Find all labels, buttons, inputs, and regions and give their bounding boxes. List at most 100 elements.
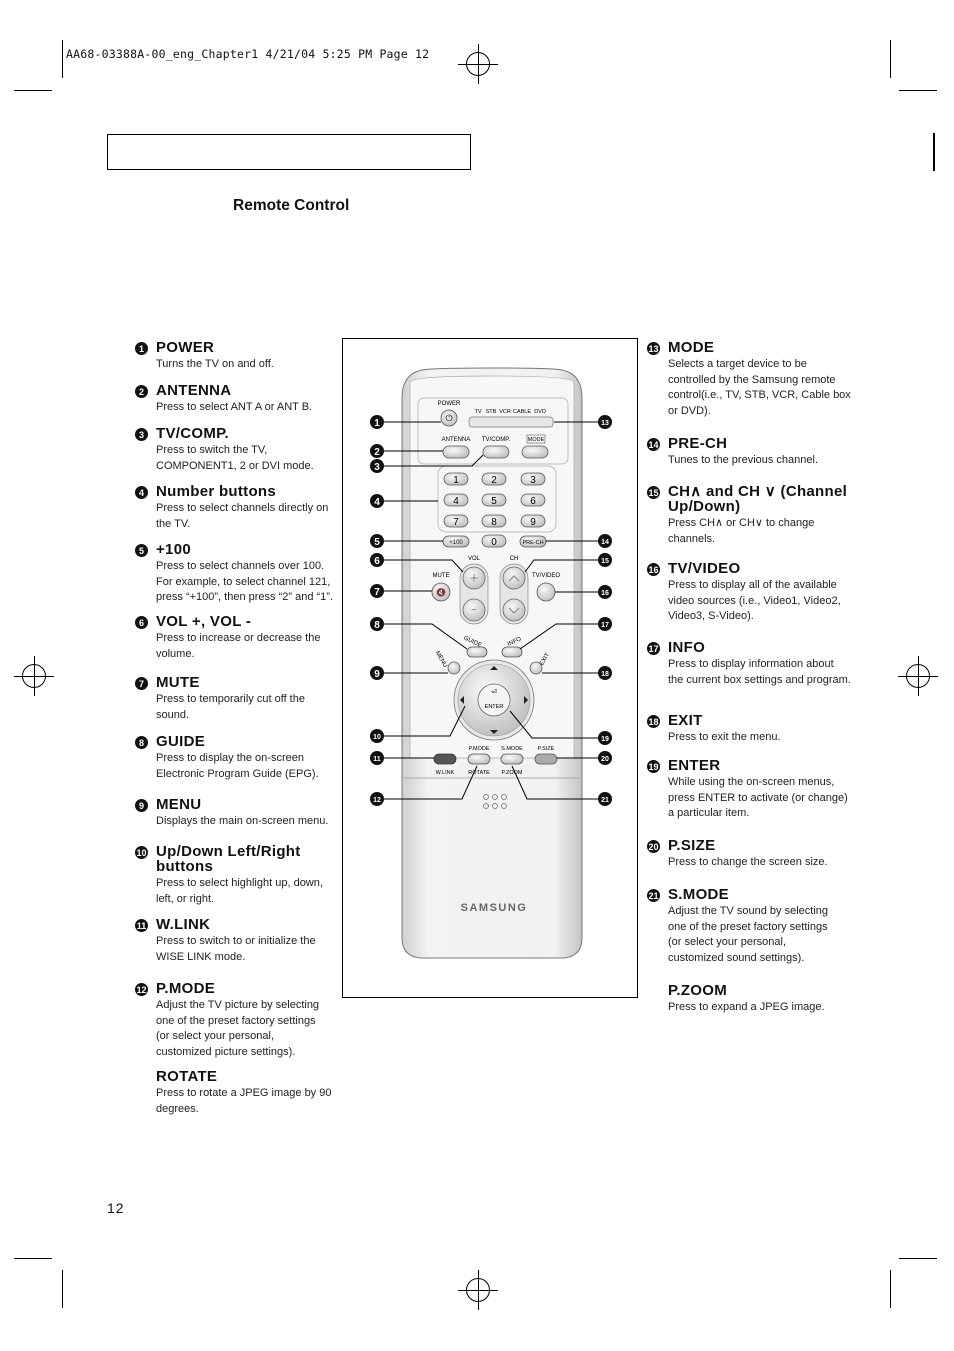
item-title: ANTENNA	[156, 382, 232, 399]
guide-button[interactable]	[466, 646, 488, 658]
item-title: Up/Down Left/Right buttons	[156, 843, 301, 875]
minus-icon: –	[471, 602, 477, 616]
digit-7-button[interactable]	[443, 514, 469, 528]
pmode-button[interactable]	[467, 753, 491, 765]
ch-up-button[interactable]	[502, 566, 526, 590]
chevron-up-icon	[508, 575, 520, 582]
tvcomp-button[interactable]	[482, 445, 510, 459]
item-title: Number buttons	[156, 483, 277, 500]
info-button[interactable]	[501, 646, 523, 658]
item-title: PRE-CH	[668, 435, 728, 452]
mode-label: TV	[474, 409, 481, 415]
digit-label: 9	[530, 517, 536, 528]
antenna-button[interactable]	[442, 445, 470, 459]
mode-label: DVD	[534, 409, 546, 415]
nav-up-button[interactable]	[490, 666, 498, 670]
mute-button[interactable]	[431, 582, 451, 602]
number-badge: 4	[135, 486, 148, 499]
enter-button[interactable]	[477, 683, 511, 717]
item-plus100: 5+100 Press to select channels over 100.…	[135, 542, 340, 606]
digit-9-button[interactable]	[520, 514, 546, 528]
item-desc: Displays the main on-screen menu.	[156, 815, 329, 827]
ch-down-button[interactable]	[502, 598, 526, 622]
item-desc: Press to select ANT A or ANT B.	[156, 401, 313, 413]
mode-button[interactable]	[521, 445, 549, 459]
item-title: MENU	[156, 796, 202, 813]
tvvideo-button[interactable]	[536, 582, 556, 602]
item-desc: Press to change the screen size.	[668, 856, 828, 868]
digit-label: 2	[491, 475, 497, 486]
digit-5-button[interactable]	[481, 493, 507, 507]
item-desc: Turns the TV on and off.	[156, 358, 274, 370]
smode-button[interactable]	[500, 753, 524, 765]
nav-down-button[interactable]	[490, 730, 498, 734]
item-title: EXIT	[668, 712, 703, 729]
number-badge: 2	[135, 385, 148, 398]
power-label: POWER	[438, 401, 461, 407]
digit-3-button[interactable]	[520, 472, 546, 486]
digit-2-button[interactable]	[481, 472, 507, 486]
exit-button[interactable]	[529, 661, 543, 675]
callout-lines	[384, 421, 598, 800]
digit-0-button[interactable]	[481, 534, 507, 548]
mode-label: STB	[486, 409, 497, 415]
rotate-label: ROTATE	[468, 770, 490, 776]
number-badge: 17	[647, 642, 660, 655]
item-title: TV/VIDEO	[668, 560, 741, 577]
nav-left-button[interactable]	[460, 696, 464, 704]
section-title: Remote Control	[233, 197, 350, 214]
callout-number: 6	[374, 556, 380, 567]
number-badge: 8	[135, 736, 148, 749]
digit-label: 0	[491, 537, 497, 548]
number-badge: 11	[135, 919, 148, 932]
power-button[interactable]	[440, 409, 458, 427]
vol-up-button[interactable]	[462, 566, 486, 590]
digit-label: 4	[453, 496, 459, 507]
power-icon: ⏻	[445, 413, 452, 424]
wlink-button[interactable]	[433, 753, 457, 765]
callout-number: 13	[601, 420, 609, 427]
digit-8-button[interactable]	[481, 514, 507, 528]
digit-6-button[interactable]	[520, 493, 546, 507]
plus-icon: +	[469, 571, 479, 585]
item-rotate: ROTATE Press to rotate a JPEG image by 9…	[135, 1069, 335, 1117]
number-badge: 1	[135, 342, 148, 355]
callout-number: 4	[374, 497, 380, 508]
chevron-down-icon	[508, 607, 520, 614]
item-desc: Press to switch to or initialize the WIS…	[156, 935, 316, 963]
item-desc: Press to expand a JPEG image.	[668, 1001, 825, 1013]
info-label: INFO	[507, 636, 523, 648]
number-pad: 1 2 3 4 5 6 7 8 9	[443, 472, 546, 528]
digit-4-button[interactable]	[443, 493, 469, 507]
item-title: ENTER	[668, 757, 721, 774]
antenna-label: ANTENNA	[442, 437, 471, 443]
menu-button[interactable]	[447, 661, 461, 675]
item-antenna: 2 ANTENNA Press to select ANT A or ANT B.	[135, 383, 340, 416]
tvvideo-label: TV/VIDEO	[532, 573, 560, 579]
mode-label: CABLE	[513, 409, 531, 415]
number-badge: 14	[647, 438, 660, 451]
number-badge	[135, 1071, 148, 1084]
digit-1-button[interactable]	[443, 472, 469, 486]
prech-label: PRE-CH	[522, 540, 543, 546]
crop-mark	[899, 1258, 937, 1259]
item-desc: Press to select channels over 100. For e…	[156, 560, 333, 603]
nav-right-button[interactable]	[524, 696, 528, 704]
vol-down-button[interactable]	[462, 598, 486, 622]
number-badge: 12	[135, 983, 148, 996]
callout-number: 12	[373, 797, 381, 804]
item-title: P.MODE	[156, 980, 216, 997]
item-desc: Press to switch the TV, COMPONENT1, 2 or…	[156, 444, 314, 472]
remote-figure-frame	[342, 338, 638, 998]
callout-number: 3	[374, 462, 380, 473]
callout-number: 14	[601, 539, 609, 546]
mute-label: MUTE	[433, 573, 450, 579]
callout-number: 8	[374, 620, 380, 631]
psize-button[interactable]	[534, 753, 558, 765]
